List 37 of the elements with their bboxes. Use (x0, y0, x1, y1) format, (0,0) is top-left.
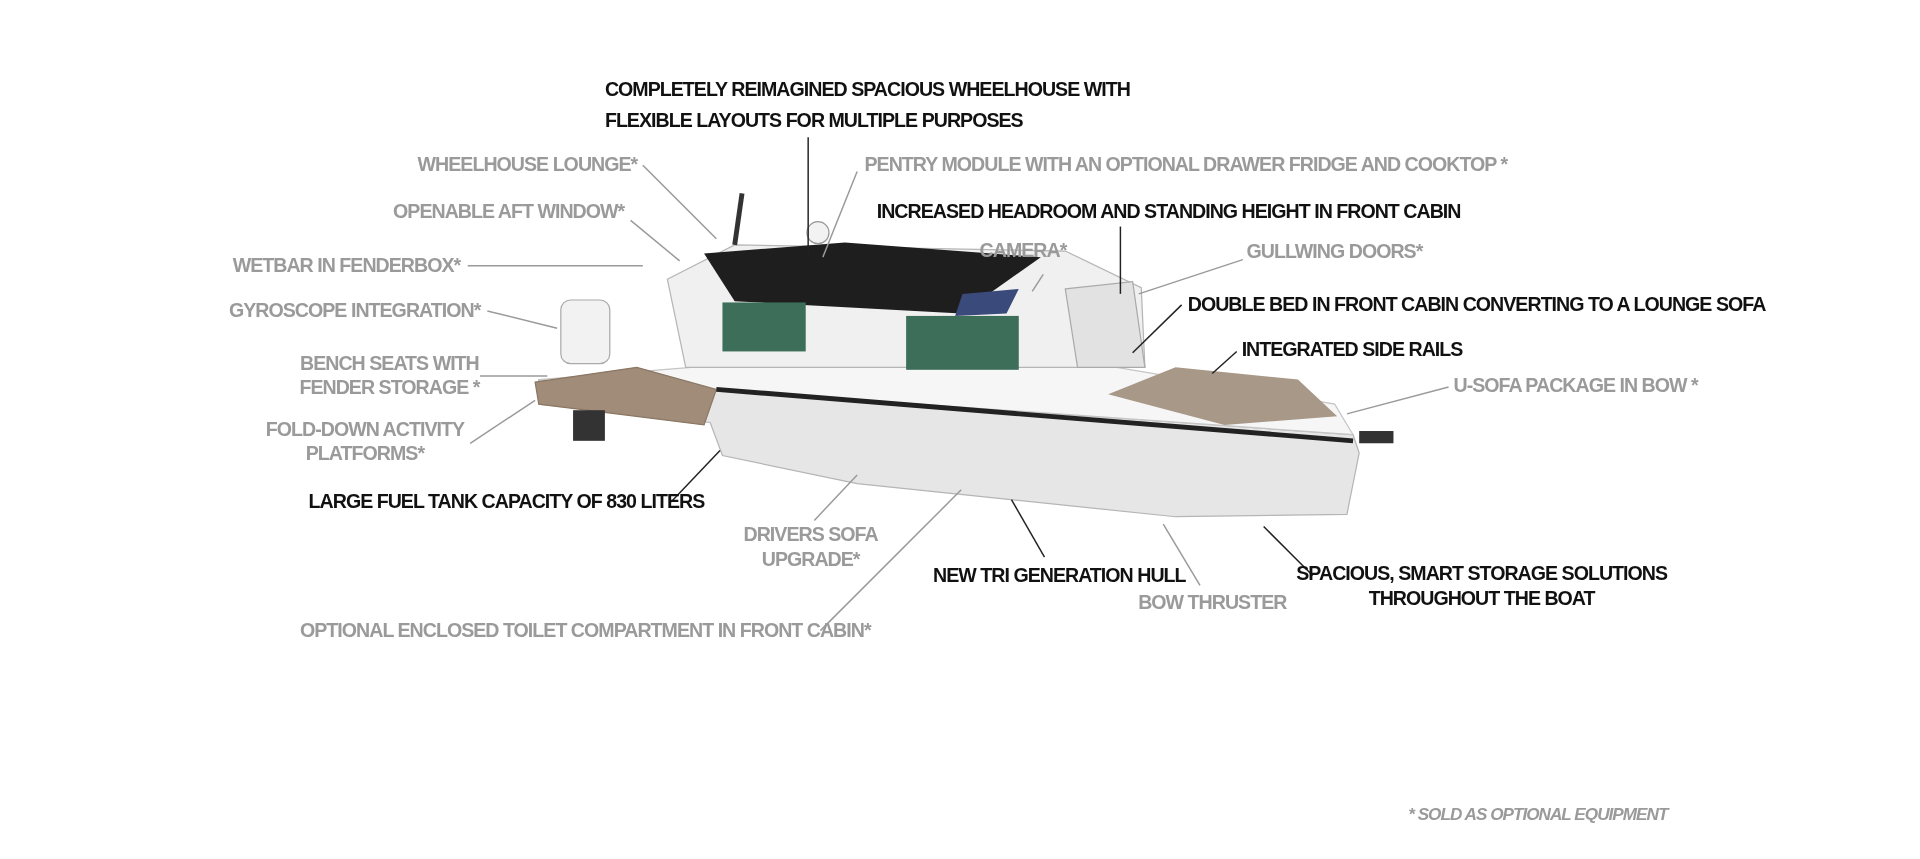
leader-line (467, 264, 644, 267)
leader-line (1211, 350, 1238, 375)
callout-text: NEW TRI GENERATION HULL (933, 563, 1186, 588)
leader-line (629, 219, 681, 262)
leader-line (1138, 258, 1244, 295)
callout-text: LARGE FUEL TANK CAPACITY OF 830 LITERS (308, 489, 705, 515)
callout-text: OPTIONAL ENCLOSED TOILET COMPARTMENT IN FRONT CABIN* (300, 618, 871, 643)
callout-text: BOW THRUSTER (1138, 590, 1287, 615)
callout-text: OPENABLE AFT WINDOW* (393, 199, 625, 225)
leader-line (822, 170, 858, 258)
leader-line (1010, 498, 1046, 558)
leader-line (1346, 386, 1450, 415)
callout-text: CAMERA* (979, 238, 1067, 264)
callout-text: U-SOFA PACKAGE IN BOW * (1453, 373, 1698, 398)
callout-text: GYROSCOPE INTEGRATION* (229, 298, 481, 324)
callout-text: WHEELHOUSE LOUNGE* (417, 153, 638, 178)
leader-line (479, 375, 549, 377)
leader-line (1031, 273, 1044, 293)
callout-text: INTEGRATED SIDE RAILS (1241, 337, 1463, 363)
callout-text: DRIVERS SOFA UPGRADE* (743, 522, 878, 572)
leader-line (486, 310, 558, 329)
leader-line (1131, 304, 1183, 354)
callout-text: GULLWING DOORS* (1246, 240, 1423, 265)
callout-text: COMPLETELY REIMAGINED SPACIOUS WHEELHOUSE WITH FLEXIBLE LAYOUTS FOR MULTIPLE PURPOSES (604, 73, 1132, 138)
callout-text: BENCH SEATS WITH FENDER STORAGE * (288, 351, 491, 401)
callout-text: WETBAR IN FENDERBOX* (232, 253, 461, 278)
leader-line (1119, 225, 1122, 295)
leader-line (813, 474, 858, 522)
leader-line (469, 399, 536, 444)
callout-text: INCREASED HEADROOM AND STANDING HEIGHT IN FRONT CABIN (876, 199, 1461, 225)
leader-line (819, 489, 962, 632)
leader-line (642, 164, 718, 240)
leader-line (1162, 523, 1201, 587)
callout-text: FOLD-DOWN ACTIVITY PLATFORMS* (260, 417, 469, 467)
footnote: * SOLD AS OPTIONAL EQUIPMENT (1408, 803, 1668, 827)
callout-text: DOUBLE BED IN FRONT CABIN CONVERTING TO A LOUNGE SOFA (1187, 292, 1766, 318)
callout-text: PENTRY MODULE WITH AN OPTIONAL DRAWER FRIDGE AND COOKTOP * (864, 153, 1508, 178)
